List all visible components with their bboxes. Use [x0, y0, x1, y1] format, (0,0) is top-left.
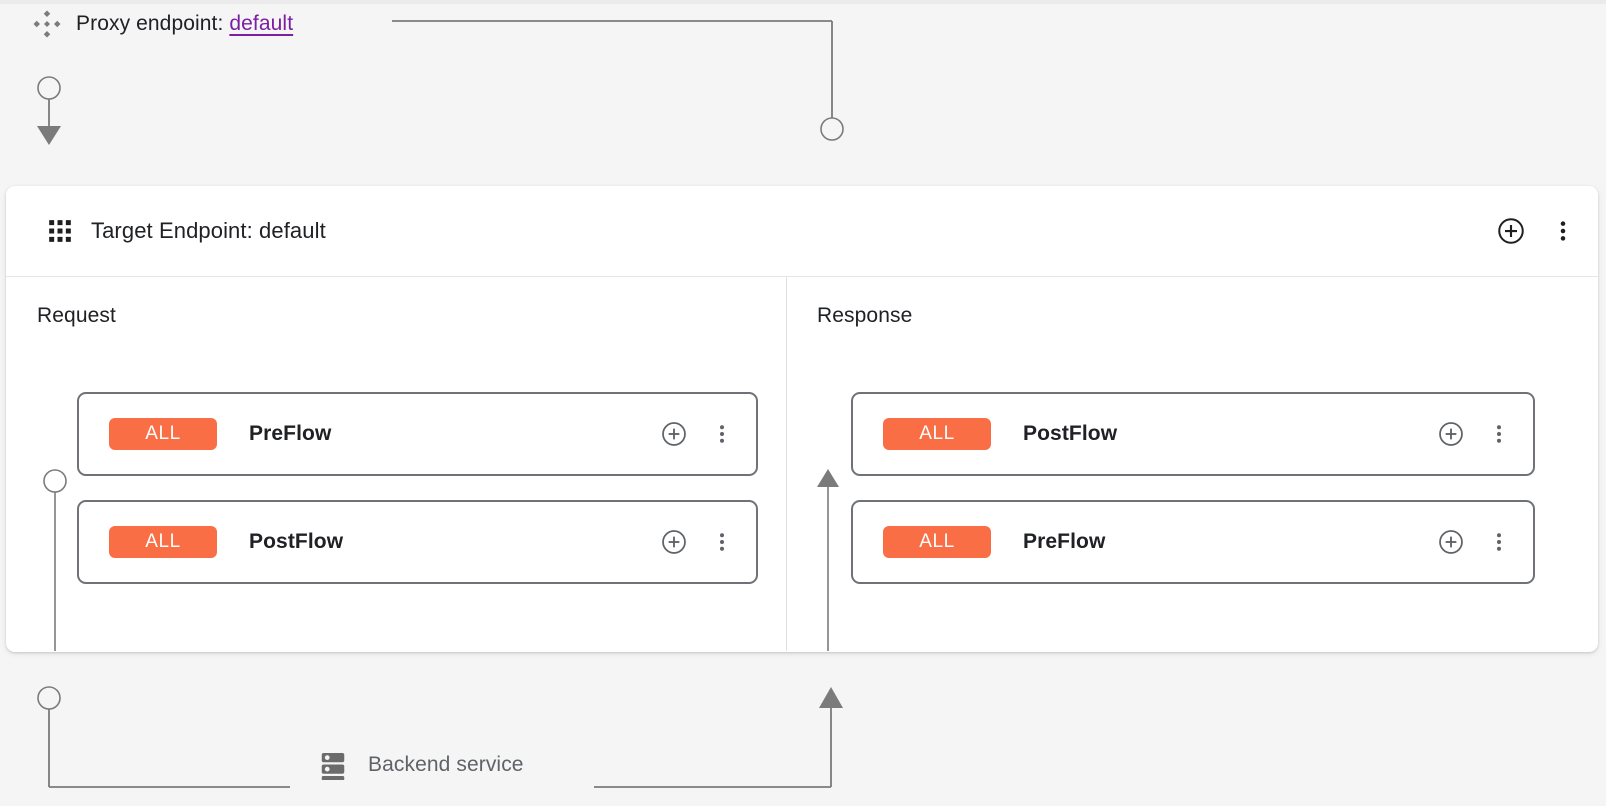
backend-service-icon [321, 753, 345, 780]
response-card-list: ALL PostFlow [851, 392, 1535, 608]
flow-card-actions [660, 528, 734, 556]
flow-badge: ALL [109, 526, 217, 558]
request-column: Request ALL PreFlow [6, 277, 786, 651]
flow-card-actions [1437, 420, 1511, 448]
connector-proxy-response-out [392, 20, 833, 118]
request-column-label: Request [37, 304, 116, 327]
add-circle-icon[interactable] [1437, 420, 1465, 448]
connector-request-to-backend [48, 709, 290, 788]
proxy-endpoint-title: Proxy endpoint: default [76, 12, 293, 36]
proxy-endpoint-header: Proxy endpoint: default [32, 6, 293, 42]
target-endpoint-actions [1496, 216, 1576, 246]
target-endpoint-panel: Target Endpoint: default [6, 186, 1598, 652]
add-circle-icon[interactable] [660, 528, 688, 556]
proxy-endpoint-diamond-icon [33, 10, 61, 38]
more-vert-icon[interactable] [1487, 420, 1511, 448]
apps-grid-icon [49, 220, 71, 242]
add-circle-icon[interactable] [1496, 216, 1526, 246]
flow-card-request-postflow[interactable]: ALL PostFlow [77, 500, 758, 584]
flow-card-response-preflow[interactable]: ALL PreFlow [851, 500, 1535, 584]
proxy-endpoint-label: Proxy endpoint: [76, 12, 224, 35]
flow-card-actions [1437, 528, 1511, 556]
proxy-endpoint-link[interactable]: default [229, 12, 294, 35]
flow-badge: ALL [109, 418, 217, 450]
response-column: Response ALL PostFlow [786, 277, 1598, 651]
flow-badge: ALL [883, 526, 991, 558]
flow-badge: ALL [883, 418, 991, 450]
top-divider [0, 0, 1606, 4]
more-vert-icon[interactable] [1550, 216, 1576, 246]
flow-card-actions [660, 420, 734, 448]
target-endpoint-header: Target Endpoint: default [6, 186, 1598, 277]
flow-card-request-preflow[interactable]: ALL PreFlow [77, 392, 758, 476]
target-endpoint-title: Target Endpoint: default [91, 218, 326, 243]
flow-card-response-postflow[interactable]: ALL PostFlow [851, 392, 1535, 476]
backend-service-label: Backend service [368, 753, 524, 776]
add-circle-icon[interactable] [1437, 528, 1465, 556]
target-endpoint-body: Request ALL PreFlow [6, 277, 1598, 651]
flow-card-name: PreFlow [1023, 530, 1106, 553]
more-vert-icon[interactable] [710, 420, 734, 448]
arrowhead-up-backend [819, 687, 843, 708]
backend-service[interactable]: Backend service [318, 750, 524, 780]
flow-card-name: PostFlow [1023, 422, 1118, 445]
request-card-list: ALL PreFlow [77, 392, 758, 608]
connector-node-request-bottom [37, 686, 61, 710]
flow-card-name: PreFlow [249, 422, 332, 445]
connector-proxy-request-in [37, 76, 61, 126]
more-vert-icon[interactable] [1487, 528, 1511, 556]
flow-card-name: PostFlow [249, 530, 344, 553]
connector-backend-to-response [594, 708, 832, 788]
more-vert-icon[interactable] [710, 528, 734, 556]
response-column-label: Response [817, 304, 913, 327]
connector-node-response-top [820, 117, 844, 141]
arrowhead-down-proxy [37, 126, 61, 145]
add-circle-icon[interactable] [660, 420, 688, 448]
